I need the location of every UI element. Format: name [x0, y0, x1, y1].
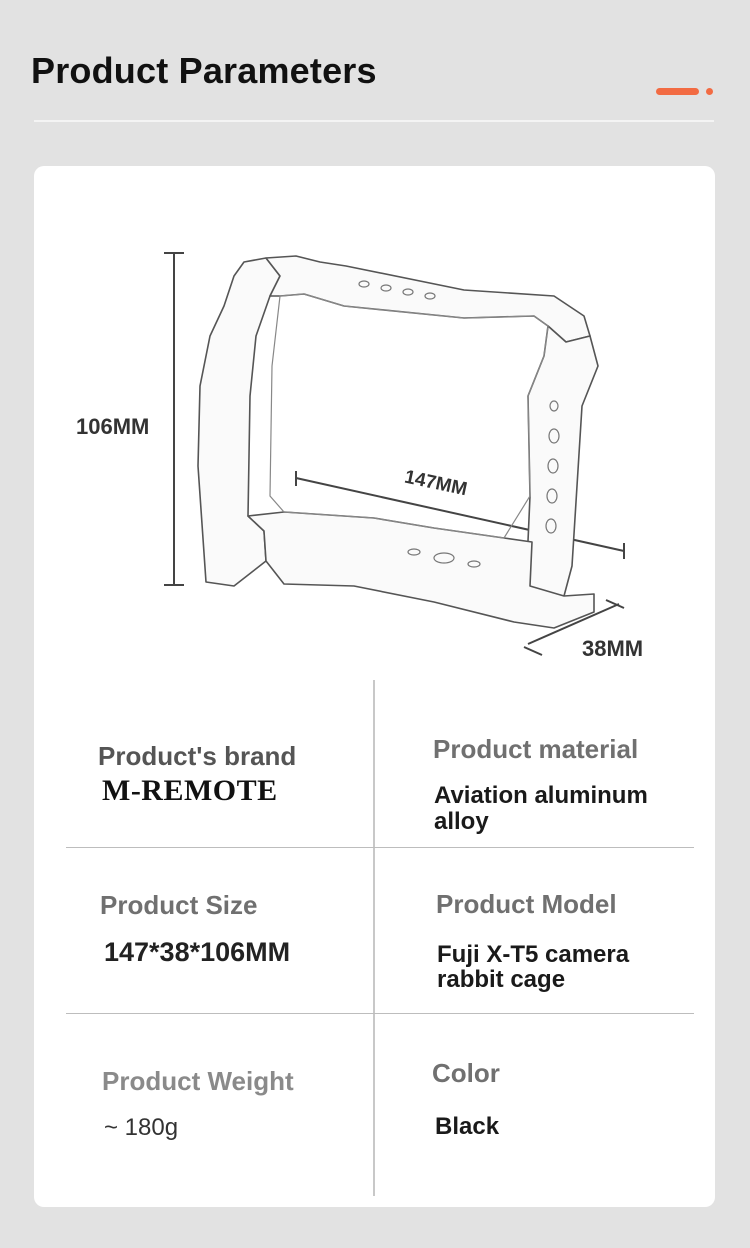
color-label: Color — [432, 1058, 500, 1088]
size-value: 147*38*106MM — [104, 937, 291, 967]
column-divider — [373, 680, 375, 1196]
weight-value: ~ 180g — [104, 1114, 179, 1141]
accent-bar — [656, 88, 699, 95]
height-dimension-label: 106MM — [76, 414, 150, 439]
material-value-line2: alloy — [434, 808, 489, 835]
model-value-line2: rabbit cage — [437, 966, 566, 993]
material-value-line1: Aviation aluminum — [434, 782, 648, 809]
page-title: Product Parameters — [31, 50, 377, 91]
model-value-line1: Fuji X-T5 camera — [437, 941, 630, 968]
row-divider-2 — [66, 1013, 694, 1014]
parameters-card: 106MM 147MM 38MM Product's brand M-REMOT… — [34, 166, 715, 1207]
accent-dot — [706, 88, 713, 95]
weight-label: Product Weight — [102, 1066, 294, 1096]
brand-value: M-REMOTE — [102, 774, 278, 807]
row-divider-1 — [66, 847, 694, 848]
brand-label: Product's brand — [98, 741, 297, 771]
camera-cage-drawing — [164, 252, 625, 656]
size-label: Product Size — [100, 890, 258, 920]
material-label: Product material — [433, 734, 639, 764]
model-label: Product Model — [436, 889, 617, 919]
color-value: Black — [435, 1113, 500, 1140]
header-divider — [34, 120, 714, 122]
depth-dimension-label: 38MM — [582, 636, 644, 661]
